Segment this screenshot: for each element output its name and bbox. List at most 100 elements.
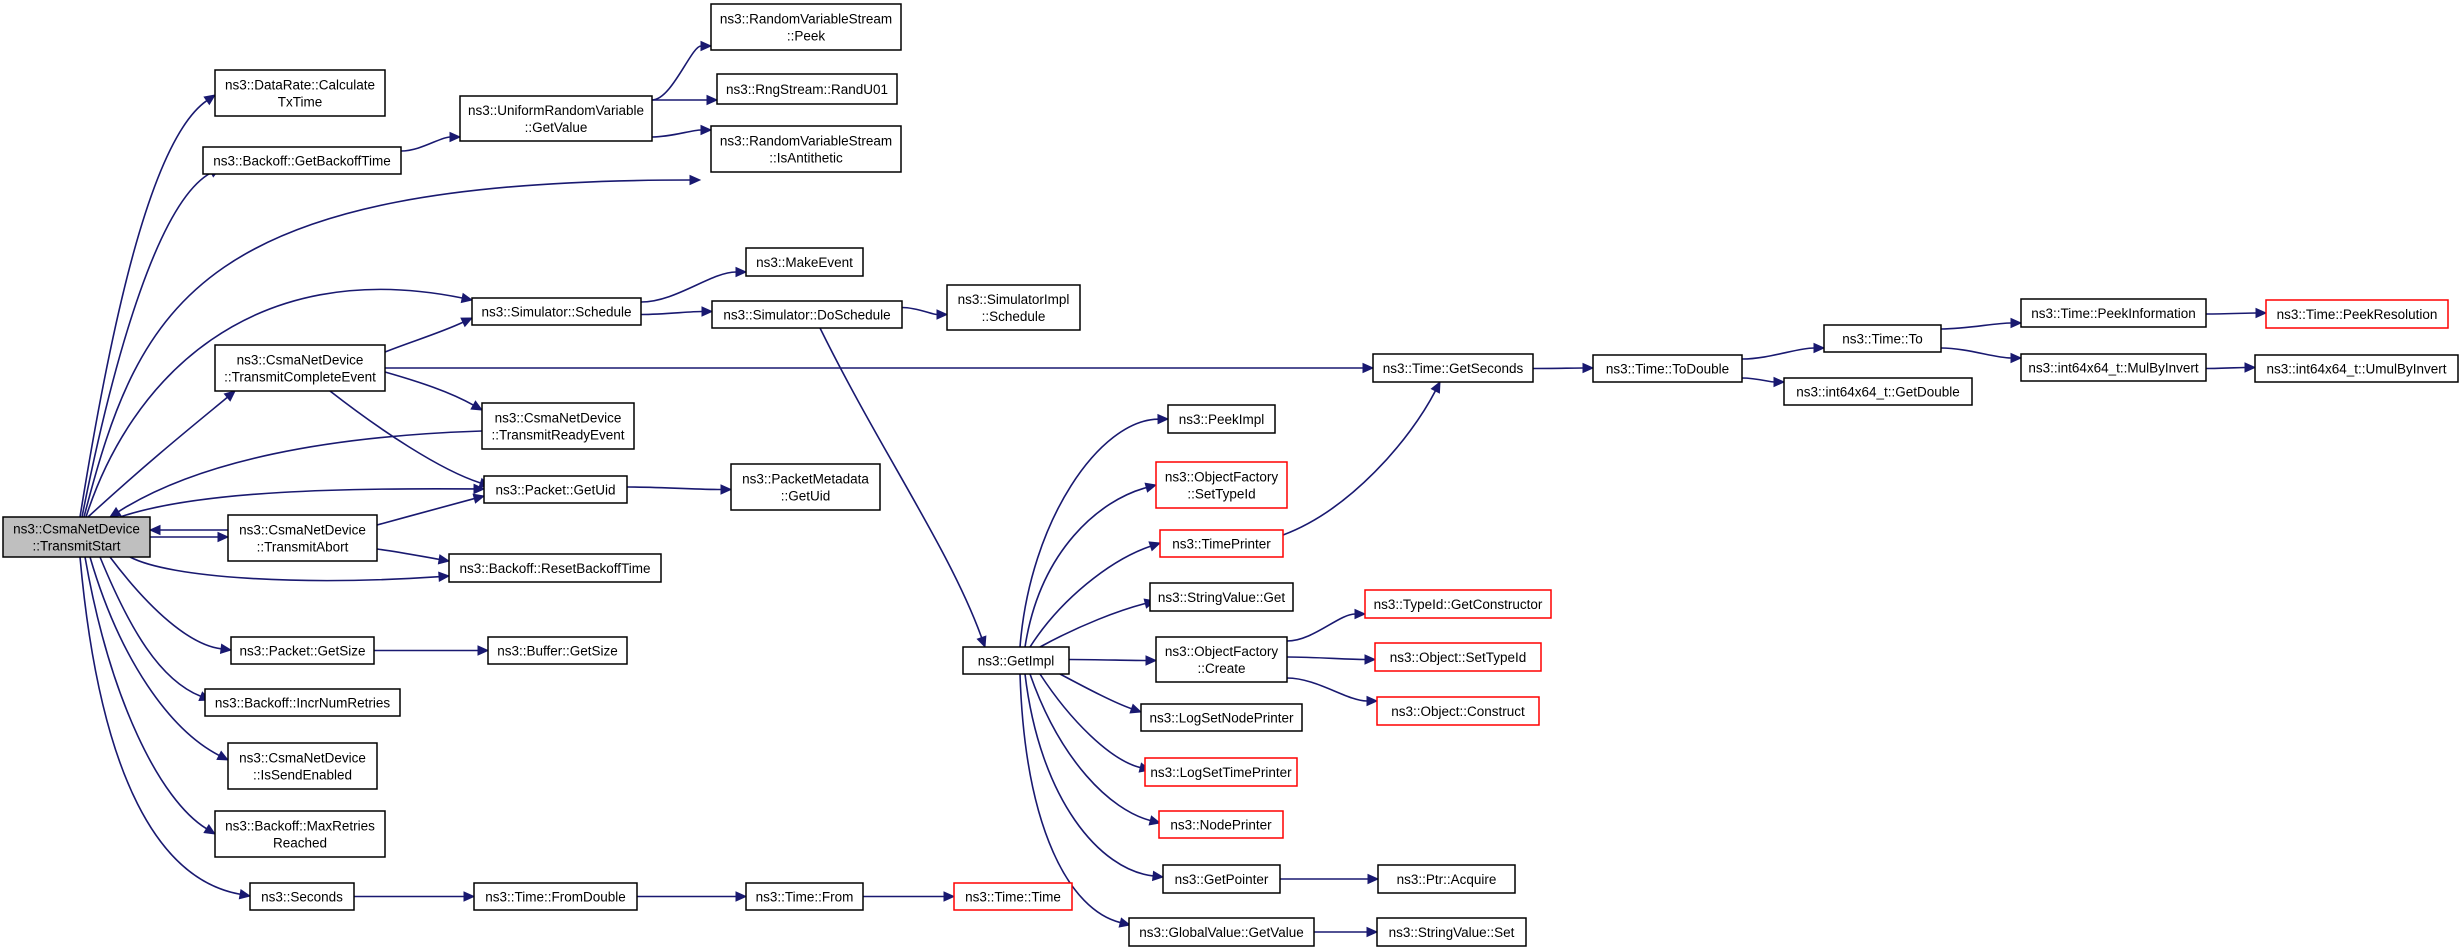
node-ptr-acquire[interactable]: ns3::Ptr::Acquire [1377, 864, 1516, 894]
node-time-peekinformation[interactable]: ns3::Time::PeekInformation [2020, 298, 2207, 328]
node-label-line: ns3::Backoff::IncrNumRetries [215, 696, 391, 711]
node-box [1374, 642, 1542, 672]
node-label-line: ns3::CsmaNetDevice [13, 522, 140, 537]
node-resetbackofftime[interactable]: ns3::Backoff::ResetBackoffTime [448, 553, 662, 583]
node-sim-schedule[interactable]: ns3::Simulator::Schedule [471, 297, 642, 326]
node-label-line: ns3::PeekImpl [1179, 412, 1265, 427]
node-label-line: ::Schedule [982, 309, 1046, 324]
node-time-to[interactable]: ns3::Time::To [1823, 324, 1942, 353]
node-transmitreadyevent[interactable]: ns3::CsmaNetDevice::TransmitReadyEvent [481, 402, 635, 450]
node-object-construct[interactable]: ns3::Object::Construct [1376, 696, 1540, 726]
node-box [2254, 354, 2459, 383]
node-getbackofftime[interactable]: ns3::Backoff::GetBackoffTime [202, 146, 402, 175]
arrowhead [701, 306, 714, 317]
node-issendenabled[interactable]: ns3::CsmaNetDevice::IsSendEnabled [227, 742, 378, 790]
node-timeprinter[interactable]: ns3::TimePrinter [1159, 529, 1284, 558]
node-transmitstart[interactable]: ns3::CsmaNetDevice::TransmitStart [2, 516, 151, 558]
node-urv-getvalue[interactable]: ns3::UniformRandomVariable::GetValue [459, 95, 653, 142]
node-label-line: ns3::RngStream::RandU01 [726, 82, 888, 97]
node-time-getseconds[interactable]: ns3::Time::GetSeconds [1372, 353, 1534, 383]
node-seconds[interactable]: ns3::Seconds [249, 882, 355, 911]
edge-getpointer-to-ptr-acquire [1280, 873, 1380, 885]
node-incrnumretries[interactable]: ns3::Backoff::IncrNumRetries [204, 688, 401, 717]
edge-transmitstart-to-resetbackofftime [129, 556, 451, 582]
edge-line [79, 556, 241, 896]
edge-line [1024, 673, 1154, 877]
node-stringvalue-get[interactable]: ns3::StringValue::Get [1149, 582, 1294, 612]
edges-layer [79, 40, 2268, 938]
node-packet-getuid[interactable]: ns3::Packet::GetUid [483, 475, 628, 504]
node-transmitabort[interactable]: ns3::CsmaNetDevice::TransmitAbort [227, 514, 378, 562]
node-objectfactory-settypeid[interactable]: ns3::ObjectFactory::SetTypeId [1155, 461, 1288, 509]
node-label-line: ::GetValue [525, 120, 588, 135]
node-label-line: ns3::StringValue::Get [1158, 590, 1286, 605]
node-label-line: ns3::Time::FromDouble [485, 890, 626, 905]
edge-line [1039, 602, 1146, 648]
node-globalvalue-getvalue[interactable]: ns3::GlobalValue::GetValue [1128, 917, 1315, 947]
arrowhead [735, 266, 748, 278]
node-time-fromdouble[interactable]: ns3::Time::FromDouble [473, 882, 638, 911]
node-label-line: ::TransmitAbort [257, 540, 349, 555]
edge-line [119, 487, 475, 518]
arrowhead [1144, 482, 1158, 493]
edge-packet-getsize-to-buffer-getsize [374, 645, 490, 656]
node-typeid-getconstructor[interactable]: ns3::TypeId::GetConstructor [1364, 589, 1552, 619]
node-time-peekresolution[interactable]: ns3::Time::PeekResolution [2265, 299, 2449, 329]
arrowhead [2010, 317, 2023, 329]
node-label-line: ::TransmitStart [32, 539, 120, 554]
edge-time-todouble-to-time-to [1741, 342, 1826, 360]
node-objectfactory-create[interactable]: ns3::ObjectFactory::Create [1155, 636, 1288, 683]
node-getimpl[interactable]: ns3::GetImpl [962, 646, 1070, 675]
node-int64-getdouble[interactable]: ns3::int64x64_t::GetDouble [1783, 377, 1973, 406]
node-randu01[interactable]: ns3::RngStream::RandU01 [716, 73, 898, 105]
node-int64-umulbyinvert[interactable]: ns3::int64x64_t::UmulByInvert [2254, 354, 2459, 383]
node-label-line: ns3::Time::Time [965, 890, 1061, 905]
arrowhead [477, 645, 490, 656]
node-box [1376, 696, 1540, 726]
node-rvs-peek[interactable]: ns3::RandomVariableStream::Peek [710, 3, 902, 51]
arrowhead [472, 493, 486, 504]
node-nodeprinter[interactable]: ns3::NodePrinter [1158, 810, 1284, 839]
node-time-time[interactable]: ns3::Time::Time [953, 882, 1073, 911]
edge-line [329, 390, 481, 484]
node-box [1592, 354, 1743, 383]
node-transmitcompleteevent[interactable]: ns3::CsmaNetDevice::TransmitCompleteEven… [214, 344, 386, 392]
node-box [1823, 324, 1942, 353]
edge-getimpl-to-objectfactory-create [1068, 655, 1158, 666]
node-logsetnodeprinter[interactable]: ns3::LogSetNodePrinter [1140, 703, 1303, 732]
edge-line [1024, 486, 1147, 648]
node-getpointer[interactable]: ns3::GetPointer [1162, 864, 1281, 894]
node-int64-mulbyinvert[interactable]: ns3::int64x64_t::MulByInvert [2020, 353, 2207, 382]
node-label-line: ns3::DataRate::Calculate [225, 78, 375, 93]
edge-line [84, 556, 207, 830]
node-rvs-isantithetic[interactable]: ns3::RandomVariableStream::IsAntithetic [710, 125, 902, 173]
edge-line [129, 556, 440, 582]
node-box [227, 742, 378, 790]
node-packetmetadata-getuid[interactable]: ns3::PacketMetadata::GetUid [730, 463, 881, 511]
node-logsettimeprinter[interactable]: ns3::LogSetTimePrinter [1144, 757, 1298, 787]
node-stringvalue-set[interactable]: ns3::StringValue::Set [1376, 917, 1527, 947]
node-sim-doschedule[interactable]: ns3::Simulator::DoSchedule [711, 300, 903, 329]
node-label-line: ::Create [1197, 661, 1245, 676]
edge-line [651, 129, 702, 138]
node-makeevent[interactable]: ns3::MakeEvent [745, 247, 864, 277]
node-object-settypeid[interactable]: ns3::Object::SetTypeId [1374, 642, 1542, 672]
node-packet-getsize[interactable]: ns3::Packet::GetSize [230, 636, 375, 665]
node-time-todouble[interactable]: ns3::Time::ToDouble [1592, 354, 1743, 383]
node-box [2265, 299, 2449, 329]
arrowhead [1129, 703, 1143, 714]
node-label-line: ns3::Time::To [1842, 332, 1923, 347]
node-buffer-getsize[interactable]: ns3::Buffer::GetSize [487, 636, 628, 665]
edge-time-peekinformation-to-time-peekresolution [2205, 307, 2268, 319]
edge-transmitabort-to-resetbackofftime [376, 548, 451, 565]
edge-line [400, 136, 451, 152]
node-peekimpl[interactable]: ns3::PeekImpl [1167, 404, 1276, 434]
node-time-from[interactable]: ns3::Time::From [745, 882, 864, 911]
node-simimpl-schedule[interactable]: ns3::SimulatorImpl::Schedule [946, 284, 1081, 331]
arrowhead [1354, 608, 1367, 620]
edge-line [1940, 347, 2012, 359]
arrowhead [470, 400, 484, 411]
